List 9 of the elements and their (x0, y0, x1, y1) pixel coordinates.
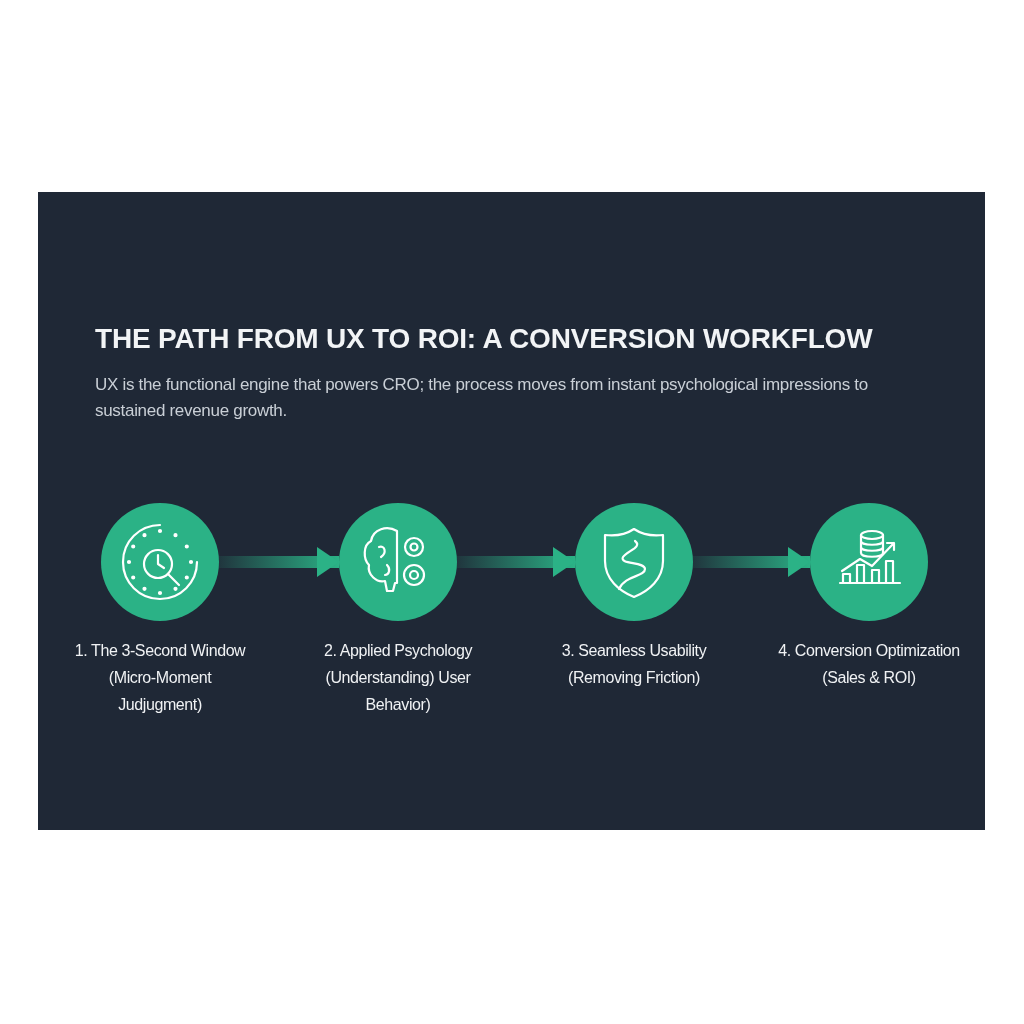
arrow (219, 547, 339, 577)
subtitle: UX is the functional engine that powers CRO; the process moves from instant psychological impressions to sustained revenue growth. (95, 374, 869, 422)
step-label: 2. Applied Psychology (Understanding) User Behavior) (322, 641, 474, 715)
step-label: 4. Conversion Optimization (Sales & ROI) (777, 641, 961, 688)
step-label: 1. The 3-Second Window (Micro-Moment Judjugment) (73, 641, 247, 715)
arrow (693, 547, 810, 577)
step-label: 3. Seamless Usability (Removing Friction) (560, 641, 708, 688)
title: THE PATH FROM UX TO ROI: A CONVERSION WORKFLOW (95, 323, 873, 355)
arrow (457, 547, 575, 577)
